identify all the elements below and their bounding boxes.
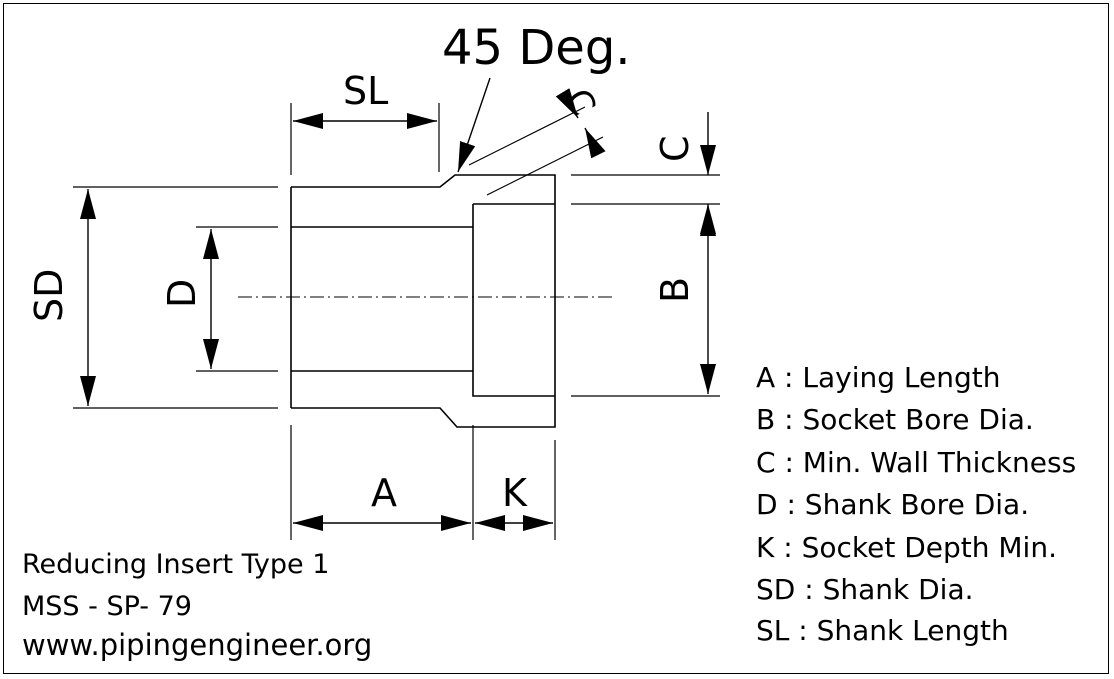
website-link[interactable]: www.pipingengineer.org xyxy=(22,628,373,662)
sl-label: SL xyxy=(343,69,389,113)
c-top-label: C xyxy=(653,135,697,162)
c-angled-arrow-a xyxy=(555,88,579,119)
legend-item-sl: SL : Shank Length xyxy=(756,614,1009,647)
k-label: K xyxy=(502,471,527,515)
extension-lines xyxy=(73,103,720,540)
part-outline xyxy=(290,174,556,428)
drawing-standard: MSS - SP- 79 xyxy=(22,591,192,622)
angle-label: 45 Deg. xyxy=(442,20,631,76)
drawing-title: Reducing Insert Type 1 xyxy=(22,549,330,580)
a-label: A xyxy=(371,471,397,515)
dimension-lines xyxy=(80,77,716,531)
legend-item-c: C : Min. Wall Thickness xyxy=(756,446,1077,479)
legend-item-k: K : Socket Depth Min. xyxy=(756,531,1057,564)
legend-item-a: A : Laying Length xyxy=(756,361,1001,394)
d-label: D xyxy=(160,278,204,308)
angle-leader xyxy=(457,77,491,173)
legend-item-b: B : Socket Bore Dia. xyxy=(756,403,1034,436)
sd-label: SD xyxy=(27,268,71,322)
b-label: B xyxy=(653,276,697,303)
legend-item-d: D : Shank Bore Dia. xyxy=(756,488,1030,521)
c-angled-arrow-b xyxy=(584,127,606,159)
drawing-frame xyxy=(3,3,1109,674)
legend-item-sd: SD : Shank Dia. xyxy=(756,573,974,606)
